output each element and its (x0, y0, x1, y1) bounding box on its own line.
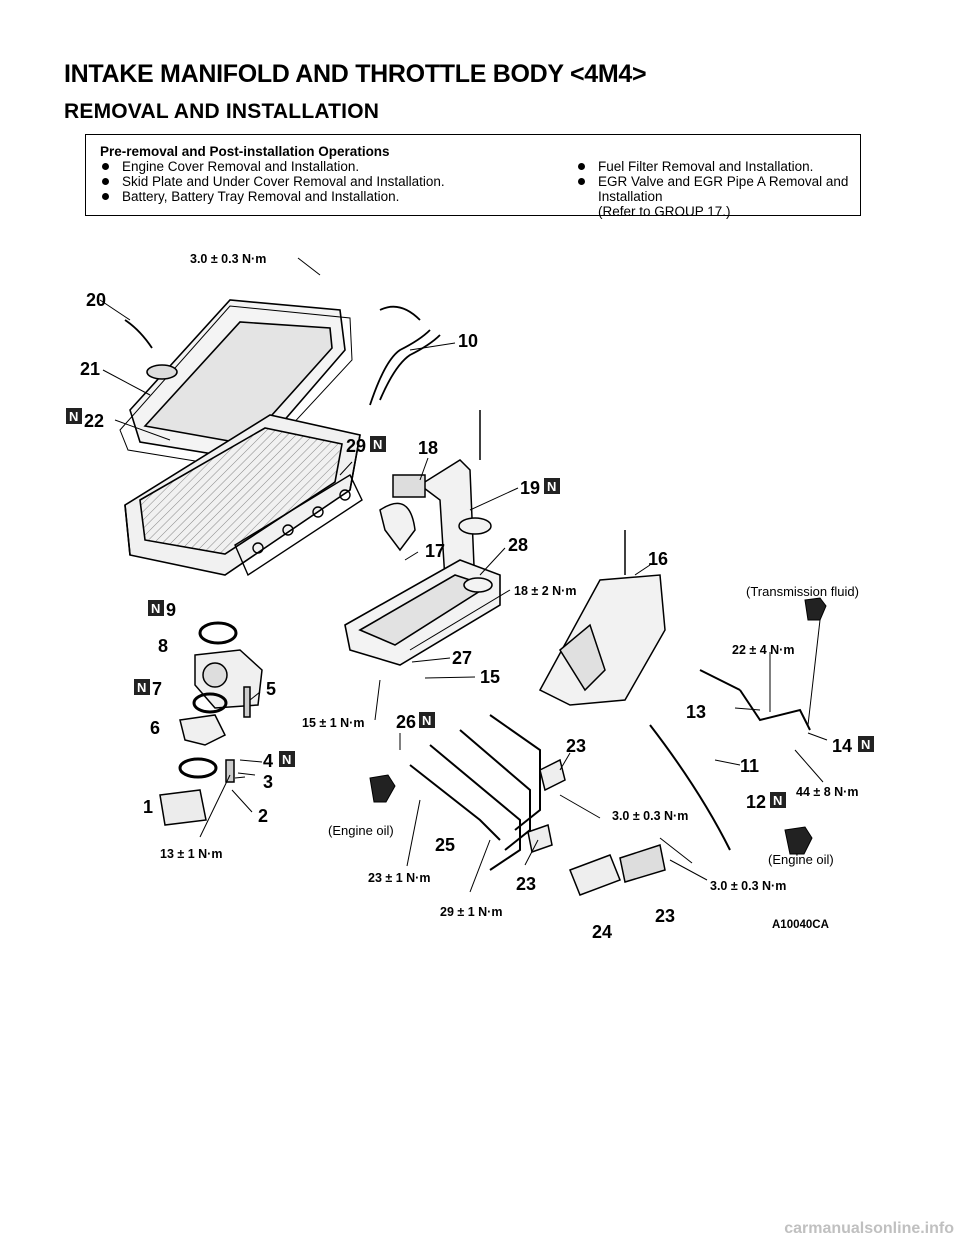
part-label-29: 29 (346, 436, 366, 456)
operations-box: Pre-removal and Post-installation Operat… (85, 134, 861, 219)
operation-item: EGR Valve and EGR Pipe A Removal and Ins… (576, 174, 856, 204)
fluid-notes: (Transmission fluid) (Engine oil) (Engin… (328, 584, 859, 867)
part-label-14: 14 (832, 736, 852, 756)
hoses (124, 305, 441, 406)
part-label-26: 26 (396, 712, 416, 732)
torque-18: 18 ± 2 N·m (514, 584, 576, 598)
part-label-23c: 23 (655, 906, 675, 926)
new-part-badge: N (770, 792, 786, 808)
exploded-diagram: 20 21 22 10 29 18 19 28 17 16 9 8 27 15 … (66, 252, 874, 942)
heat-shield (538, 530, 666, 706)
operation-item: Skid Plate and Under Cover Removal and I… (100, 174, 490, 189)
operations-heading: Pre-removal and Post-installation Operat… (100, 144, 390, 159)
new-part-badge: N (370, 436, 386, 452)
part-label-15: 15 (480, 667, 500, 687)
part-label-27: 27 (452, 648, 472, 668)
part-label-20: 20 (86, 290, 106, 310)
operation-item: Engine Cover Removal and Installation. (100, 159, 490, 174)
new-part-badge: N (134, 679, 150, 695)
torque-22: 22 ± 4 N·m (732, 643, 794, 657)
torque-15: 15 ± 1 N·m (302, 716, 364, 730)
figure-code: A10040CA (772, 919, 829, 931)
svg-text:N: N (282, 752, 291, 767)
svg-text:N: N (547, 479, 556, 494)
part-label-22: 22 (84, 411, 104, 431)
svg-text:N: N (422, 713, 431, 728)
part-label-21: 21 (80, 359, 100, 379)
part-label-16: 16 (648, 549, 668, 569)
new-part-badges: N N N N N N N N N (66, 408, 874, 808)
part-label-25: 25 (435, 835, 455, 855)
part-label-18: 18 (418, 438, 438, 458)
operations-right-column: Fuel Filter Removal and Installation. EG… (576, 159, 856, 219)
svg-text:N: N (373, 437, 382, 452)
part-label-1: 1 (143, 797, 153, 817)
svg-text:N: N (151, 601, 160, 616)
new-part-badge: N (858, 736, 874, 752)
page-subtitle: REMOVAL AND INSTALLATION (64, 100, 380, 123)
oil-can-icon (369, 597, 827, 855)
torque-44: 44 ± 8 N·m (796, 785, 858, 799)
part-label-4: 4 (263, 751, 273, 771)
new-part-badge: N (279, 751, 295, 767)
note-transmission-fluid: (Transmission fluid) (746, 584, 859, 599)
part-label-11: 11 (740, 756, 759, 776)
part-label-23b: 23 (516, 874, 536, 894)
torque-3a: 3.0 ± 0.3 N·m (612, 809, 688, 823)
svg-text:N: N (69, 409, 78, 424)
fuel-injection-pipes (409, 714, 541, 871)
watermark: carmanualsonline.info (784, 1220, 954, 1237)
part-label-12: 12 (746, 792, 766, 812)
part-labels: 20 21 22 10 29 18 19 28 17 16 9 8 27 15 … (80, 290, 852, 942)
operation-item-continued: (Refer to GROUP 17.) (598, 204, 731, 219)
operation-item: Fuel Filter Removal and Installation. (576, 159, 856, 174)
note-engine-oil: (Engine oil) (328, 823, 394, 838)
cylinder-head (124, 414, 361, 576)
leader-lines (99, 257, 828, 893)
manifold-gasket (234, 474, 363, 577)
svg-text:N: N (773, 793, 782, 808)
torque-23: 23 ± 1 N·m (368, 871, 430, 885)
part-label-7: 7 (152, 679, 162, 699)
oil-lines (649, 669, 811, 851)
part-label-9: 9 (166, 600, 176, 620)
new-part-badge: N (544, 478, 560, 494)
part-label-6: 6 (150, 718, 160, 738)
svg-text:N: N (137, 680, 146, 695)
operations-left-column: Engine Cover Removal and Installation. S… (100, 159, 490, 204)
part-label-19: 19 (520, 478, 540, 498)
part-label-24: 24 (592, 922, 612, 942)
svg-text:N: N (861, 737, 870, 752)
part-label-3: 3 (263, 772, 273, 792)
torque-29: 29 ± 1 N·m (440, 905, 502, 919)
part-label-28: 28 (508, 535, 528, 555)
new-part-badge: N (419, 712, 435, 728)
throttle-body (159, 621, 263, 826)
part-label-13: 13 (686, 702, 706, 722)
part-label-10: 10 (458, 331, 478, 351)
new-part-badge: N (66, 408, 82, 424)
note-engine-oil: (Engine oil) (768, 852, 834, 867)
part-label-23a: 23 (566, 736, 586, 756)
part-label-5: 5 (266, 679, 276, 699)
new-part-badge: N (148, 600, 164, 616)
part-label-2: 2 (258, 806, 268, 826)
page-title: INTAKE MANIFOLD AND THROTTLE BODY <4M4> (64, 60, 647, 88)
rocker-cover (119, 299, 353, 471)
operation-item: Battery, Battery Tray Removal and Instal… (100, 189, 490, 204)
part-label-17: 17 (425, 541, 445, 561)
part-label-8: 8 (158, 636, 168, 656)
torque-specs: 3.0 ± 0.3 N·m 18 ± 2 N·m 22 ± 4 N·m 15 ±… (160, 252, 858, 919)
intake-manifold (344, 559, 501, 666)
torque-13: 13 ± 1 N·m (160, 847, 222, 861)
torque-cover-bolt: 3.0 ± 0.3 N·m (190, 252, 266, 266)
torque-3b: 3.0 ± 0.3 N·m (710, 879, 786, 893)
clamp-brackets (527, 758, 666, 896)
